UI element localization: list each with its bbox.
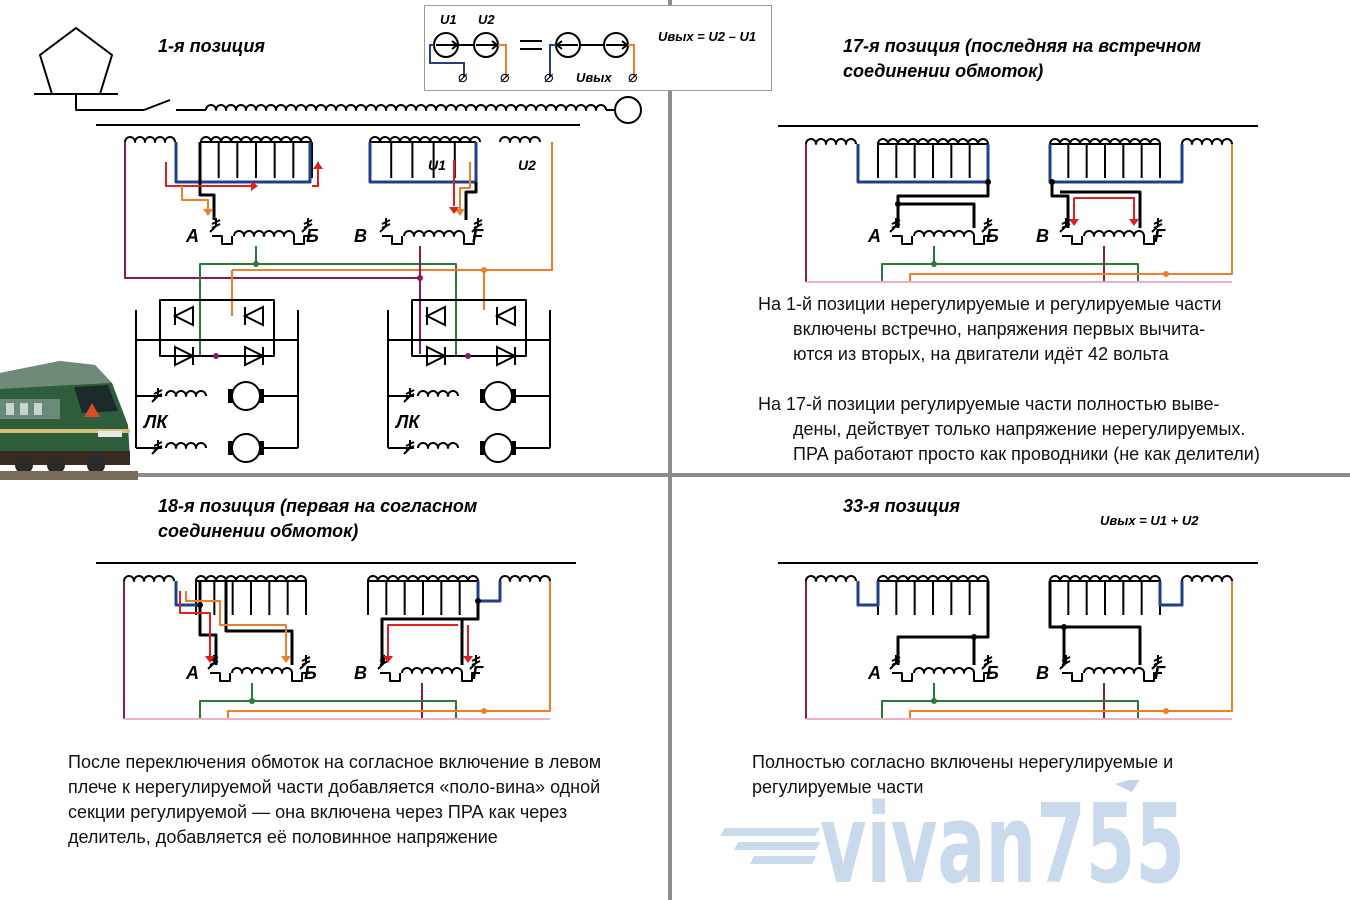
svg-text:⌀: ⌀ (458, 69, 468, 86)
svg-text:В: В (354, 226, 367, 246)
q4-title: 33-я позиция (843, 496, 961, 516)
watermark-logo: vivan755 (720, 780, 1185, 892)
q2-p1-line2: включены встречно, напряжения первых выч… (793, 319, 1206, 339)
svg-text:В: В (1036, 663, 1049, 683)
q2-p2-line1: На 17-й позиции регулируемые части полно… (758, 394, 1220, 414)
svg-text:А: А (867, 663, 881, 683)
svg-text:Г: Г (472, 663, 484, 683)
q1-schematic: U1 U2А Б В Г (34, 26, 642, 357)
q2-paragraph-1: На 1-й позиции нерегулируемые и регулиру… (758, 292, 1343, 367)
svg-text:ЛК: ЛК (394, 412, 421, 432)
q3-title: 18-я позиция (первая на согласном соедин… (158, 496, 478, 541)
svg-text:Б: Б (304, 663, 317, 683)
q2-p2-line3: ПРА работают просто как проводники (не к… (793, 444, 1260, 464)
svg-text:ЛК: ЛК (142, 412, 169, 432)
q4-paragraph: Полностью согласно включены нерегулируем… (752, 752, 1174, 797)
q2-p1-line3: ются из вторых, на двигатели идёт 42 вол… (793, 344, 1169, 364)
q3-schematic: А Б В Г (96, 562, 576, 720)
svg-text:Б: Б (306, 226, 319, 246)
q3-paragraph: После переключения обмоток на согласное … (68, 752, 602, 847)
q2-p1-line1: На 1-й позиции нерегулируемые и регулиру… (758, 294, 1222, 314)
q2-title: 17-я позиция (последняя на встречном сое… (843, 36, 1201, 81)
q1-rectifier-1: ЛК (135, 299, 299, 463)
legend-u1: U1 (440, 12, 457, 27)
q1-rectifier-2: ЛК (387, 299, 551, 463)
q1-title: 1-я позиция (158, 36, 265, 56)
svg-text:Б: Б (986, 663, 999, 683)
locomotive-image (0, 361, 138, 480)
svg-text:U1: U1 (428, 157, 446, 173)
svg-text:Г: Г (1154, 226, 1166, 246)
svg-text:А: А (185, 226, 199, 246)
watermark-text: vivan755 (820, 780, 1185, 892)
legend-uout: Uвых (576, 70, 612, 85)
q2-schematic: А Б В Г (778, 125, 1258, 283)
legend-u2: U2 (478, 12, 495, 27)
svg-text:⌀: ⌀ (544, 69, 554, 86)
q2-paragraph-2: На 17-й позиции регулируемые части полно… (758, 392, 1343, 467)
svg-text:А: А (867, 226, 881, 246)
svg-text:Г: Г (472, 226, 484, 246)
q4-formula: Uвых = U1 + U2 (1100, 513, 1199, 528)
legend-box: ⌀ ⌀ ⌀ ⌀ U1 U2 Uвых Uвых = U2 – U1 (424, 5, 772, 91)
q2-p2-line2: дены, действует только напряжение нерегу… (793, 419, 1246, 439)
svg-text:В: В (1036, 226, 1049, 246)
svg-text:Б: Б (986, 226, 999, 246)
svg-text:В: В (354, 663, 367, 683)
svg-text:А: А (185, 663, 199, 683)
svg-text:⌀: ⌀ (500, 69, 510, 86)
legend-formula: Uвых = U2 – U1 (658, 29, 756, 44)
svg-text:⌀: ⌀ (628, 69, 638, 86)
svg-text:Г: Г (1154, 663, 1166, 683)
svg-text:U2: U2 (518, 157, 536, 173)
q4-schematic: А Б В Г (778, 562, 1258, 720)
